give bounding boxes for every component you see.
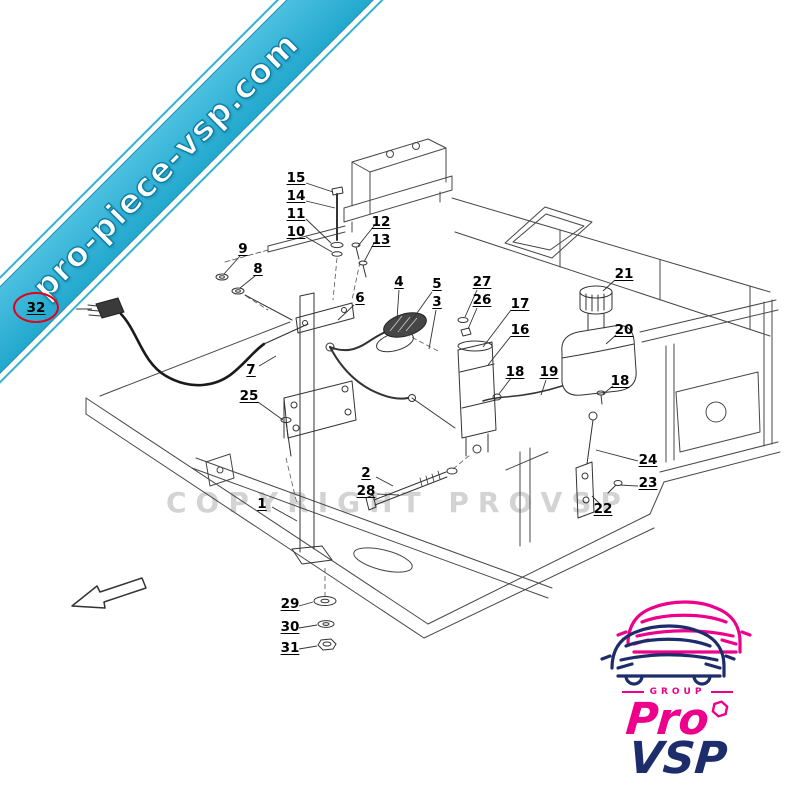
logo-group-line-right xyxy=(711,691,734,694)
part-label-13: 13 xyxy=(371,232,391,248)
part-label-7: 7 xyxy=(246,362,256,378)
part-label-27: 27 xyxy=(472,274,492,290)
part-label-1: 1 xyxy=(257,496,267,512)
part-label-3: 3 xyxy=(432,294,442,310)
part-label-11: 11 xyxy=(286,206,306,222)
logo-car-navy-icon xyxy=(600,624,736,686)
copyright-watermark: COPYRIGHT PROVSP xyxy=(166,486,630,519)
part-label-14: 14 xyxy=(286,188,306,204)
logo-hexagon-nut-icon xyxy=(711,700,729,719)
part-label-2: 2 xyxy=(361,465,371,481)
part-label-4: 4 xyxy=(394,274,404,290)
part-label-6: 6 xyxy=(355,290,365,306)
part-label-19: 19 xyxy=(539,364,559,380)
part-label-17: 17 xyxy=(510,296,530,312)
logo-group-line-left xyxy=(621,691,644,694)
part-label-32: 32 xyxy=(26,299,46,316)
logo-group-label: GROUP xyxy=(649,687,706,698)
part-label-31: 31 xyxy=(280,640,300,656)
part-label-12: 12 xyxy=(371,214,391,230)
part-label-30: 30 xyxy=(280,619,300,635)
part-label-18-left: 18 xyxy=(505,364,525,380)
part-label-22: 22 xyxy=(593,501,613,517)
dashed-axis-lines xyxy=(245,257,471,596)
part-label-28: 28 xyxy=(356,483,376,499)
part-label-24: 24 xyxy=(638,452,658,468)
logo-cars-graphic xyxy=(600,600,752,686)
part-32-highlight-circle: 32 xyxy=(13,292,59,323)
master-cylinder xyxy=(457,317,497,457)
pedal-pad xyxy=(376,312,427,353)
part-label-8: 8 xyxy=(253,261,263,277)
part-label-29: 29 xyxy=(280,596,300,612)
provsp-logo: GROUP Pro VSP xyxy=(585,576,770,784)
leader-lines xyxy=(58,182,639,650)
part-label-26: 26 xyxy=(472,292,492,308)
part-label-16: 16 xyxy=(510,322,530,338)
part-label-15: 15 xyxy=(286,170,306,186)
part-label-23: 23 xyxy=(638,475,658,491)
part-label-21: 21 xyxy=(614,266,634,282)
fasteners xyxy=(215,186,458,651)
part-label-20: 20 xyxy=(614,322,634,338)
part-label-18-right: 18 xyxy=(610,373,630,389)
logo-pro-row: Pro xyxy=(623,694,730,745)
brake-fluid-reservoir xyxy=(482,285,637,519)
direction-arrow-icon xyxy=(71,577,147,609)
logo-group-row: GROUP xyxy=(621,687,734,698)
part-label-5: 5 xyxy=(432,276,442,292)
cable-assembly xyxy=(87,297,309,387)
chassis-frame xyxy=(85,138,781,639)
part-label-25: 25 xyxy=(239,388,259,404)
part-label-10: 10 xyxy=(286,224,306,240)
part-label-9: 9 xyxy=(238,241,248,257)
